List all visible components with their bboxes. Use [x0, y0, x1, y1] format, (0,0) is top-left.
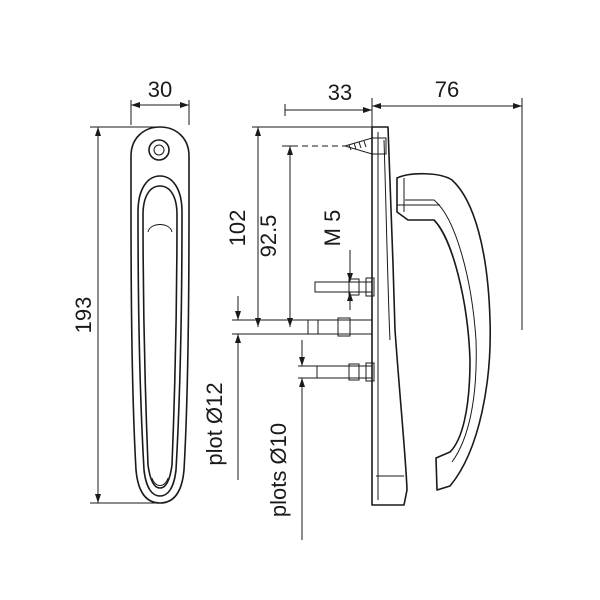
side-view [307, 126, 492, 506]
dim-spindle-12: plot Ø12 [202, 296, 308, 480]
dim-height-92-5: 92.5 [256, 145, 296, 327]
base-plate [371, 126, 408, 506]
grip-recess-inner [142, 185, 178, 489]
dim-depth-handle-label: 76 [435, 77, 459, 102]
top-screw [343, 137, 387, 155]
dim-width-front-label: 30 [148, 77, 172, 102]
front-view [130, 126, 190, 504]
dim-depth-33: 33 [284, 80, 373, 127]
dim-width-30: 30 [130, 77, 190, 125]
dim-thread-label: M 5 [320, 210, 345, 247]
base-plate-inner [377, 132, 391, 500]
dim-thread-m5: M 5 [320, 210, 353, 310]
dim-height-total-label: 193 [71, 297, 96, 334]
handle-collar [397, 178, 440, 212]
screw-hole-inner [153, 144, 165, 156]
front-outline [130, 126, 190, 504]
dim-height-193: 193 [71, 126, 158, 504]
handle-lever [396, 172, 492, 491]
m5-stud [314, 277, 375, 297]
handle-lever-inner [405, 199, 477, 463]
dim-pins-10: plots Ø10 [266, 340, 317, 540]
dim-depth-76: 76 [372, 77, 523, 330]
dim-depth-base-label: 33 [328, 80, 352, 105]
pins-10 [316, 362, 375, 382]
grip-highlight [147, 224, 173, 233]
grip-recess-outer [137, 175, 183, 497]
screw-hole-outer [148, 139, 170, 161]
dim-spindle-label: plot Ø12 [202, 382, 227, 465]
spindle-12 [307, 317, 373, 337]
grip-highlight-lower [151, 477, 169, 486]
dim-pins-label: plots Ø10 [266, 423, 291, 517]
dim-height-screw-label: 102 [225, 210, 250, 247]
dim-height-spindle-label: 92.5 [256, 215, 281, 258]
